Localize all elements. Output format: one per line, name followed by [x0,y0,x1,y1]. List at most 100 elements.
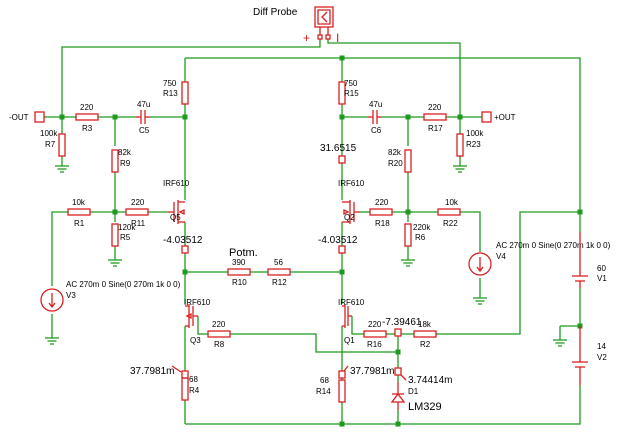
probe-minus-sign: I [336,31,339,45]
r17-value: 220 [428,103,442,112]
probe-marker-3[interactable]: -4.03512 [318,235,358,254]
c5-name: C5 [139,126,150,135]
r13-value: 750 [163,79,177,88]
resistor-r9[interactable]: 82k R9 [111,148,132,173]
r5-value: 120k [118,223,136,232]
resistor-r2[interactable]: 18k R2 [413,320,437,349]
v3-name: V3 [66,291,76,300]
r23-value: 100k [466,129,484,138]
r11-value: 220 [131,198,145,207]
c6-value: 47u [369,100,382,109]
d1-model: LM329 [408,401,442,413]
diff-probe[interactable] [314,6,334,40]
resistor-r22[interactable]: 10k R22 [437,198,461,228]
mosfet-q2[interactable]: IRF610 Q2 [338,179,365,224]
resistor-r17[interactable]: 220 R17 [423,103,447,133]
resistor-r23[interactable]: 100k R23 [456,129,484,157]
c6-name: C6 [371,126,382,135]
r4-name: R4 [189,386,200,395]
mosfet-q5[interactable]: IRF610 Q5 [163,179,190,224]
probe-marker-7[interactable]: 3.74414m [394,367,452,386]
q1-name: Q1 [344,336,355,345]
resistor-r18[interactable]: 220 R18 [369,198,393,228]
q3-name: Q3 [190,336,201,345]
resistor-r8[interactable]: 220 R8 [207,320,231,349]
r6-name: R6 [415,233,426,242]
resistor-r20[interactable]: 82k R20 [388,148,412,173]
probe-marker-5[interactable]: 37.7981m [130,365,189,379]
resistor-r4[interactable]: 68 R4 [181,375,200,401]
out-pos-port[interactable] [481,111,492,123]
probe-marker-6[interactable]: 37.7981m [338,365,394,379]
r16-name: R16 [367,340,382,349]
resistor-r13[interactable]: 750 R13 [163,79,189,105]
resistor-r12[interactable]: 56 R12 [267,258,291,287]
r16-value: 220 [368,320,382,329]
r1-name: R1 [74,219,85,228]
probe-plus-sign: + [303,31,310,45]
voltage-source-v4[interactable]: AC 270m 0 Sine(0 270m 1k 0 0) V4 [468,241,611,276]
r14-value: 68 [320,376,329,385]
r13-name: R13 [163,89,178,98]
voltage-source-v3[interactable]: AC 270m 0 Sine(0 270m 1k 0 0) V3 [40,280,181,312]
r22-value: 10k [445,198,459,207]
resistor-r16[interactable]: 220 R16 [363,320,387,349]
r8-value: 220 [212,320,226,329]
battery-v2[interactable]: 14 V2 [572,326,607,385]
probe-marker-1[interactable]: 31.6515 [320,143,357,164]
resistor-r1[interactable]: 10k R1 [67,198,91,228]
probe-title: Diff Probe [253,7,298,18]
resistor-r6[interactable]: 220k R6 [404,223,431,247]
mosfet-q3[interactable]: IRF610 Q3 [184,298,211,345]
resistor-r14[interactable]: 68 R14 [316,376,346,403]
r14-name: R14 [316,387,331,396]
out-neg-label: -OUT [9,113,29,122]
probe-readout-6: 37.7981m [350,366,394,377]
r20-value: 82k [388,148,402,157]
r11-name: R11 [131,219,146,228]
r1-value: 10k [72,198,86,207]
resistor-r7[interactable]: 100k R7 [40,129,66,157]
v4-spec: AC 270m 0 Sine(0 270m 1k 0 0) [496,241,611,250]
r7-value: 100k [40,129,58,138]
resistor-r15[interactable]: 750 R15 [338,79,359,105]
r3-name: R3 [82,124,93,133]
r5-name: R5 [120,233,131,242]
resistor-r10[interactable]: 390 R10 [227,258,251,287]
r12-name: R12 [272,278,287,287]
probe-marker-2[interactable]: -4.03512 [163,235,203,254]
v2-value: 14 [597,342,606,351]
d1-name: D1 [408,387,419,396]
battery-v1[interactable]: 60 V1 [572,232,607,288]
r10-value: 390 [232,258,246,267]
r10-name: R10 [232,278,247,287]
capacitor-c5[interactable]: 47u C5 [136,100,150,135]
r22-name: R22 [443,219,458,228]
r18-value: 220 [375,198,389,207]
resistor-r11[interactable]: 220 R11 [125,198,149,228]
resistor-r5[interactable]: 120k R5 [111,223,136,247]
v2-name: V2 [597,353,607,362]
r9-value: 82k [118,148,132,157]
v3-spec: AC 270m 0 Sine(0 270m 1k 0 0) [66,280,181,289]
r2-name: R2 [420,340,431,349]
c5-value: 47u [137,100,150,109]
q2-model: IRF610 [338,179,365,188]
r12-value: 56 [274,258,283,267]
out-neg-port[interactable] [34,111,45,123]
probe-readout-3: -4.03512 [318,235,358,246]
r18-name: R18 [375,219,390,228]
q5-model: IRF610 [163,179,190,188]
capacitor-c6[interactable]: 47u C6 [368,100,382,135]
v1-value: 60 [597,264,606,273]
q3-model: IRF610 [184,298,211,307]
mosfet-q1[interactable]: IRF610 Q1 [338,298,365,345]
zener-diode-d1[interactable]: D1 LM329 [390,382,442,413]
probe-marker-4[interactable]: -7.39461 [382,317,422,337]
r8-name: R8 [214,340,225,349]
resistor-r3[interactable]: 220 R3 [75,103,99,133]
r7-name: R7 [45,140,56,149]
r4-value: 68 [189,375,198,384]
